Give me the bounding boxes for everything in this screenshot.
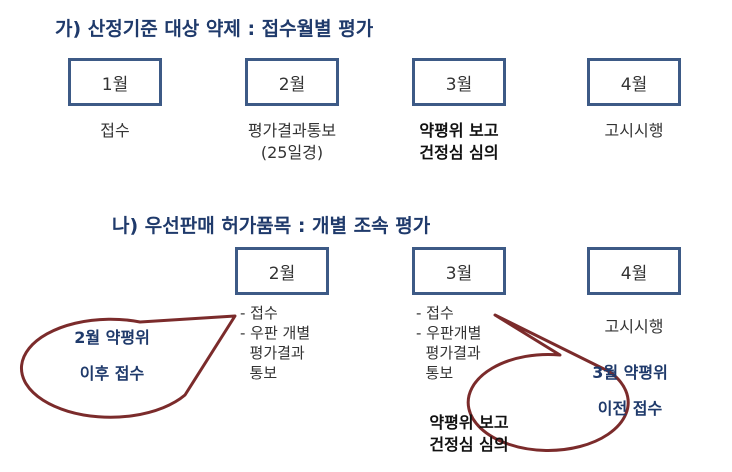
list-item: 평가결과	[240, 344, 305, 362]
left-callout-text: 2월 약평위 이후 접수	[32, 320, 192, 392]
left-callout-line1: 2월 약평위	[74, 328, 150, 347]
feb-steps-list: - 접수 - 우판 개별 평가결과 통보	[240, 303, 310, 383]
month-box-b-2: 2월	[235, 247, 329, 295]
list-item: - 접수	[416, 304, 454, 322]
step-result-notice-line2: (25일경)	[260, 143, 324, 162]
month-box-b-4: 4월	[587, 247, 681, 295]
step-receipt: 접수	[100, 121, 130, 140]
mar-committee-line1: 약평위 보고	[429, 413, 509, 432]
step-committee-review: 약평위 보고 건정심 심의	[404, 120, 514, 164]
step-result-notice-line1: 평가결과통보	[247, 121, 337, 140]
step-committee-line1: 약평위 보고	[419, 121, 499, 140]
right-callout-line1: 3월 약평위	[592, 363, 668, 382]
month-box-1: 1월	[68, 58, 162, 106]
step-result-notice: 평가결과통보 (25일경)	[222, 120, 362, 164]
section-a-title: 가) 산정기준 대상 약제 : 접수월별 평가	[55, 18, 374, 40]
list-item: - 우판 개별	[240, 324, 311, 342]
month-box-4: 4월	[587, 58, 681, 106]
section-b-title: 나) 우선판매 허가품목 : 개별 조속 평가	[112, 215, 431, 237]
left-callout-line2: 이후 접수	[79, 364, 145, 383]
month-box-3: 3월	[412, 58, 506, 106]
mar-committee-line2: 건정심 심의	[429, 435, 509, 454]
right-callout-text: 3월 약평위 이전 접수	[560, 355, 700, 427]
step-notice-enforcement: 고시시행	[604, 121, 664, 140]
month-box-b-3: 3월	[412, 247, 506, 295]
month-box-2: 2월	[245, 58, 339, 106]
list-item: 통보	[240, 364, 278, 382]
apr-notice-enforcement: 고시시행	[604, 317, 664, 336]
list-item: 통보	[416, 364, 454, 382]
right-callout-bubble	[466, 313, 630, 452]
list-item: 평가결과	[416, 344, 481, 362]
list-item: - 우판개별	[416, 324, 482, 342]
step-committee-line2: 건정심 심의	[419, 143, 499, 162]
list-item: - 접수	[240, 304, 278, 322]
mar-committee-review: 약평위 보고 건정심 심의	[414, 412, 524, 456]
mar-steps-list: - 접수 - 우판개별 평가결과 통보	[416, 303, 481, 383]
right-callout-line2: 이전 접수	[597, 399, 663, 418]
left-callout-bubble	[19, 314, 237, 419]
